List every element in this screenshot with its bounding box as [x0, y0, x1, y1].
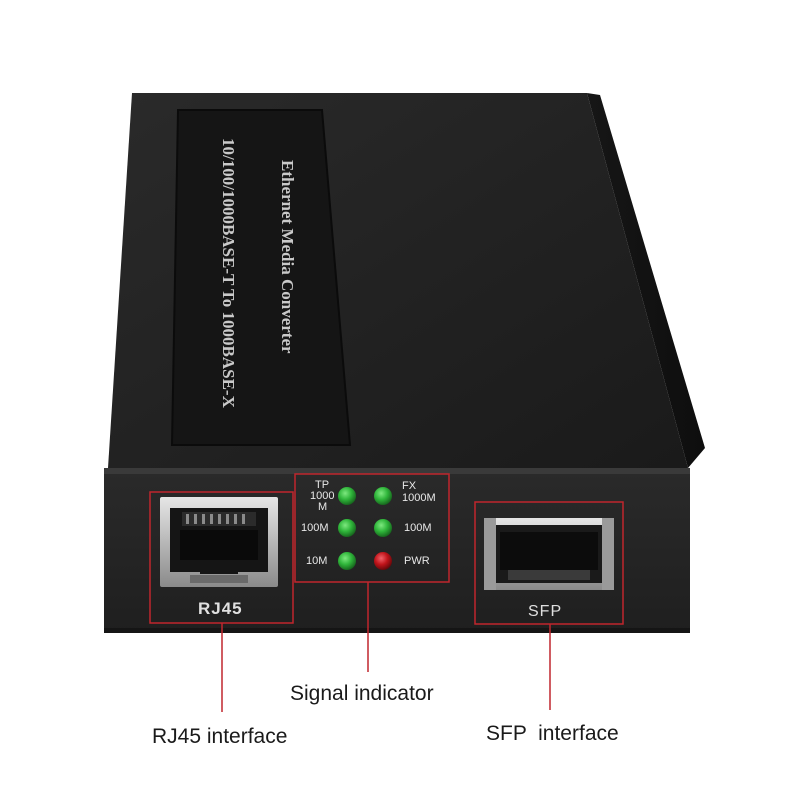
pwr-label: PWR	[404, 555, 430, 567]
sfp-port[interactable]	[484, 518, 614, 590]
device-title: Ethernet Media Converter	[278, 160, 297, 354]
fx-100m-label: 100M	[404, 522, 432, 534]
rj45-interface-callout: RJ45 interface	[152, 725, 288, 748]
signal-indicator-callout: Signal indicator	[290, 682, 434, 705]
sfp-interface-callout: SFP interface	[486, 722, 619, 745]
led-tp-10m	[338, 552, 356, 570]
tp-100m-label: 100M	[301, 522, 329, 534]
tp-1000-label: 1000	[310, 490, 335, 502]
fx-1000m-label: 1000M	[402, 492, 436, 504]
sfp-caption: SFP	[528, 603, 563, 620]
top-label-area	[170, 109, 352, 446]
tp-m-label: M	[318, 501, 328, 513]
sfp-highlight-box	[474, 501, 624, 625]
indicator-highlight-box	[294, 473, 450, 583]
led-fx-100m	[374, 519, 392, 537]
device-subtitle: 10/100/1000BASE-T To 1000BASE-X	[219, 138, 238, 408]
tp-label: TP	[315, 479, 330, 491]
led-tp-1000m	[338, 487, 356, 505]
tp-10m-label: 10M	[306, 555, 328, 567]
led-tp-100m	[338, 519, 356, 537]
led-pwr	[374, 552, 392, 570]
rj45-caption: RJ45	[198, 599, 243, 618]
led-fx-1000m	[374, 487, 392, 505]
housing-side	[587, 93, 705, 468]
fx-label: FX	[402, 480, 417, 492]
rj45-port[interactable]	[160, 497, 278, 587]
